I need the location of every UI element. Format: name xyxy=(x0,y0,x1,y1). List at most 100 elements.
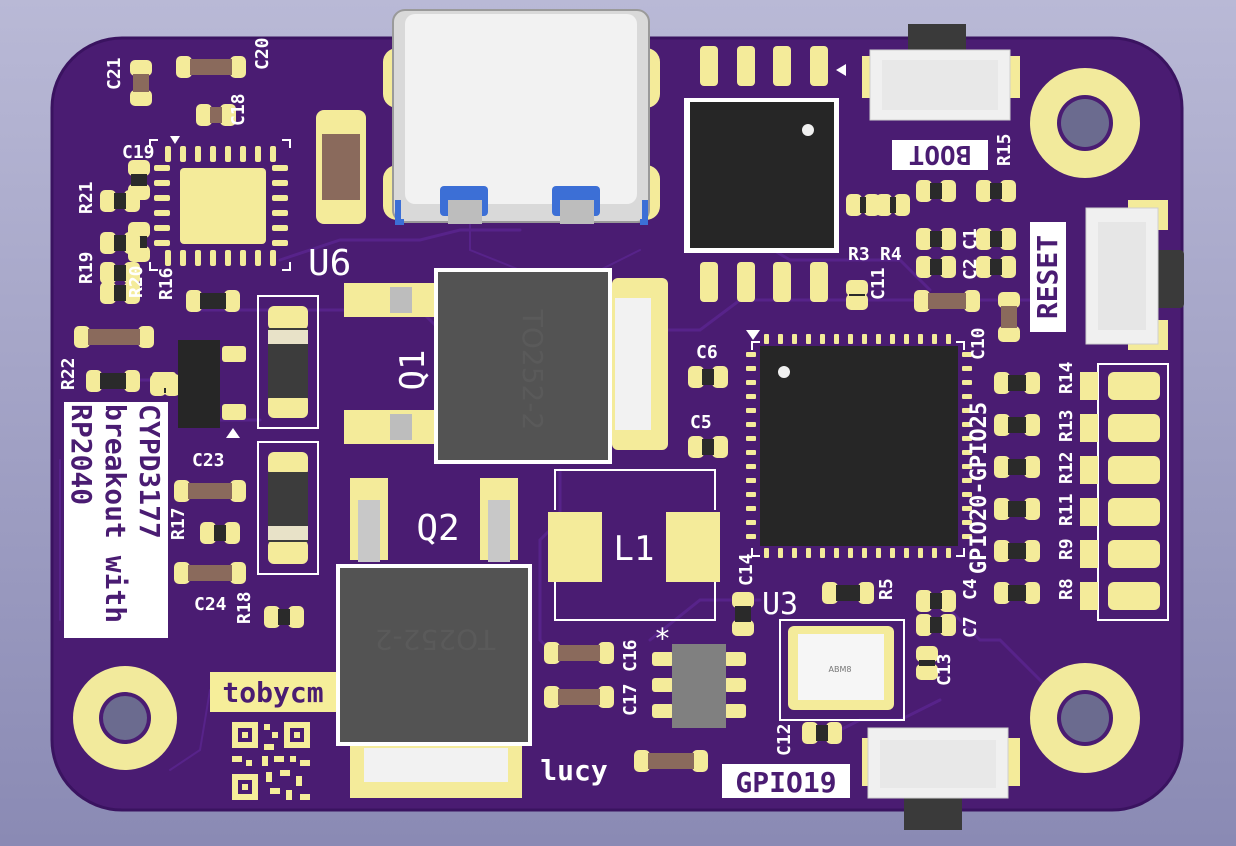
capacitor xyxy=(174,562,246,584)
designator-c18: C18 xyxy=(228,93,249,126)
capacitor xyxy=(130,60,152,106)
capacitor xyxy=(174,480,246,502)
resistor xyxy=(802,722,842,744)
resistor xyxy=(994,582,1040,604)
passive-components xyxy=(74,56,1040,772)
resistor xyxy=(822,582,874,604)
resistor xyxy=(688,366,728,388)
designator-c21: C21 xyxy=(104,57,125,90)
reset-label: RESET xyxy=(1031,235,1064,319)
reset-button: RESET xyxy=(1030,200,1184,350)
mounting-holes xyxy=(73,68,1140,773)
designator-c13: C13 xyxy=(934,653,955,686)
designator-r11: R11 xyxy=(1056,493,1077,526)
designator-r3: R3 xyxy=(848,244,870,265)
resistor xyxy=(976,228,1016,250)
capacitor xyxy=(74,326,154,348)
designator-c1: C1 xyxy=(960,228,981,250)
resistor xyxy=(994,372,1040,394)
pin-header-label: GPIO20-GPIO25 xyxy=(967,402,992,574)
designator-r5: R5 xyxy=(876,578,897,600)
designator-r12: R12 xyxy=(1056,451,1077,484)
designator-c14: C14 xyxy=(736,553,757,586)
resistor xyxy=(186,290,240,312)
resistor xyxy=(916,228,956,250)
title-line-2: breakout with xyxy=(99,404,132,623)
resistor xyxy=(994,414,1040,436)
designator-r20: R20 xyxy=(126,265,147,298)
resistor xyxy=(994,540,1040,562)
diodes xyxy=(257,295,319,575)
capacitor xyxy=(914,290,980,312)
resistor xyxy=(264,606,304,628)
q1-mosfet: TO252-2 Q1 xyxy=(344,268,668,464)
pin1-star: * xyxy=(654,622,671,655)
q1-package-text: TO252-2 xyxy=(516,309,549,431)
designator-q1: Q1 xyxy=(393,350,433,391)
gpio19-label: GPIO19 xyxy=(735,766,836,799)
pin-header: GPIO20-GPIO25 xyxy=(967,363,1169,621)
crystal-marking: ABM8 xyxy=(829,665,852,674)
resistor xyxy=(846,280,868,310)
designator-c2: C2 xyxy=(960,258,981,280)
designator-c11: C11 xyxy=(868,267,889,300)
designator-c17: C17 xyxy=(620,683,641,716)
soic8-chip xyxy=(684,46,846,302)
capacitor xyxy=(544,686,614,708)
capacitor xyxy=(634,750,708,772)
resistor xyxy=(994,456,1040,478)
designator-r19: R19 xyxy=(76,251,97,284)
title-line-1: CYPD3177 xyxy=(133,404,166,539)
designator-r4: R4 xyxy=(880,244,902,265)
gpio19-button: GPIO19 xyxy=(722,727,1020,830)
resistor xyxy=(100,282,140,304)
designator-u3: U3 xyxy=(762,587,798,622)
designator-r22: R22 xyxy=(58,357,79,390)
resistor xyxy=(916,256,956,278)
capacitor xyxy=(544,642,614,664)
designator-c6: C6 xyxy=(696,342,718,363)
designator-r15: R15 xyxy=(994,133,1015,166)
designator-r13: R13 xyxy=(1056,409,1077,442)
sot23-6-chip: * xyxy=(652,622,746,728)
author-label: tobycm xyxy=(222,676,323,709)
resistor xyxy=(916,614,956,636)
l1-inductor: L1 xyxy=(548,469,720,621)
resistor xyxy=(846,194,880,216)
resistor xyxy=(732,592,754,636)
usb-c-connector xyxy=(383,9,660,225)
u6-qfn-chip: U6 xyxy=(149,136,351,284)
designator-r8: R8 xyxy=(1056,578,1077,600)
boot-label: BOOT xyxy=(909,139,972,169)
designator-c23: C23 xyxy=(192,450,225,471)
designator-c20: C20 xyxy=(252,37,273,70)
designator-c4: C4 xyxy=(960,578,981,600)
designator-q2: Q2 xyxy=(416,508,459,549)
designator-r16: R16 xyxy=(156,267,177,300)
resistor xyxy=(100,232,140,254)
title-block: CYPD3177 breakout with RP2040 xyxy=(64,402,168,638)
designator-l1: L1 xyxy=(614,529,655,569)
resistor xyxy=(100,190,140,212)
sot23-left xyxy=(152,340,246,438)
author-block: tobycm xyxy=(210,672,336,800)
resistor xyxy=(916,590,956,612)
designator-c19: C19 xyxy=(122,142,155,163)
rp2040-chip xyxy=(746,330,972,558)
q2-mosfet: TO252-2 Q2 xyxy=(336,478,532,798)
designator-r14: R14 xyxy=(1056,361,1077,394)
designator-r17: R17 xyxy=(168,507,189,540)
designator-c5: C5 xyxy=(690,412,712,433)
designator-r18: R18 xyxy=(234,591,255,624)
designator-u6: U6 xyxy=(308,243,351,284)
resistor xyxy=(200,522,240,544)
qr-code-icon xyxy=(232,722,310,800)
boot-button: BOOT xyxy=(862,24,1020,170)
signature-lucy: lucy xyxy=(540,754,608,787)
capacitor xyxy=(998,292,1020,342)
designator-c12: C12 xyxy=(774,723,795,756)
resistor xyxy=(86,370,140,392)
resistor xyxy=(916,180,956,202)
